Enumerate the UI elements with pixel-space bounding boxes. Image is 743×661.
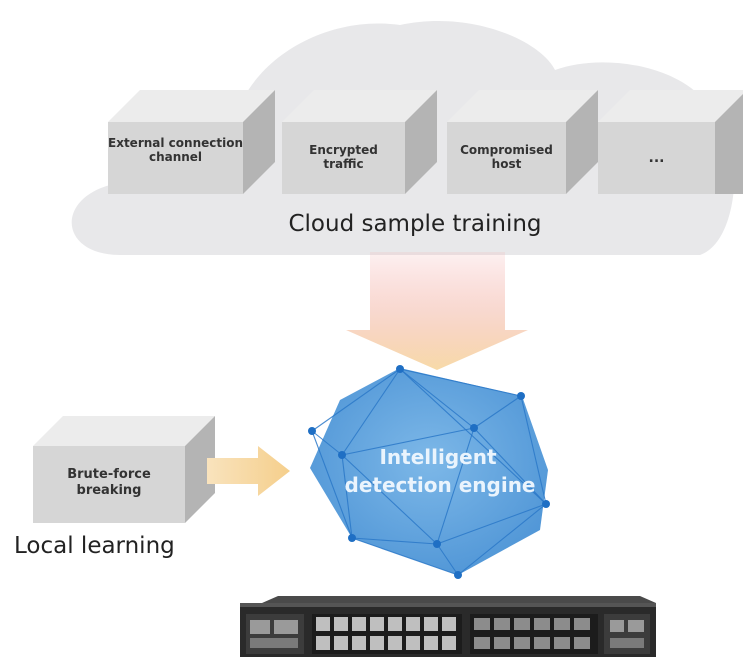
local-box-brute-force	[33, 416, 215, 523]
cloud-box-label-external: External connection channel	[108, 136, 243, 164]
cloud-caption: Cloud sample training	[288, 211, 542, 237]
cloud-box-encrypted-traffic	[282, 90, 437, 194]
engine-label-line1: Intelligent	[379, 445, 497, 469]
local-caption: Local learning	[14, 533, 175, 559]
engine-hexagon	[310, 368, 548, 575]
cloud-box-external-connection	[108, 90, 275, 194]
cloud-box-compromised-host	[447, 90, 598, 194]
engine-label-line2: detection engine	[344, 473, 536, 497]
engine-mesh-nodes	[308, 365, 550, 579]
right-arrow	[207, 446, 290, 496]
cloud-box-label-encrypted: Encrypted traffic	[309, 143, 378, 171]
firewall-device	[240, 596, 656, 657]
cloud-box-label-ellipsis: ...	[648, 150, 665, 166]
cloud-box-label-compromised: Compromised host	[460, 143, 553, 171]
down-arrow	[346, 252, 528, 370]
engine-mesh-lines	[311, 368, 547, 576]
cloud-box-ellipsis	[598, 90, 743, 194]
local-box-label: Brute-force breaking	[67, 467, 151, 498]
